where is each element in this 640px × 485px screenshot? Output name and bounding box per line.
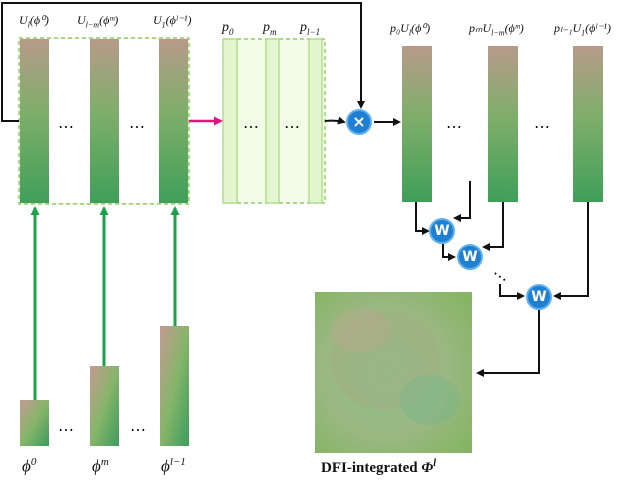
- phi-bar-l1: [160, 326, 189, 446]
- ellipsis-p-2: …: [284, 113, 302, 132]
- w2-in-b: [482, 202, 504, 251]
- w3-in-c: [553, 202, 589, 300]
- weight-icon-1: W: [429, 218, 455, 244]
- label-u-1: U1(ϕˡ⁻¹): [153, 13, 192, 30]
- weight-icon-3: W: [526, 284, 552, 310]
- p-bar-m: [265, 38, 280, 204]
- output-map: [315, 292, 472, 453]
- label-prod-b: pₘUl−m(ϕᵐ): [469, 21, 524, 38]
- output-map-pattern-2: [330, 308, 390, 352]
- ellipsis-phi-1: …: [58, 416, 76, 435]
- u-gap-2: [119, 39, 159, 203]
- w1-in-b: [453, 181, 471, 222]
- prod-bar-b: [488, 46, 518, 202]
- label-p0: p0: [222, 20, 234, 37]
- prod-bar-a: [402, 46, 432, 202]
- label-pm: pm: [263, 20, 277, 37]
- label-u-l: Ul(ϕ⁰): [19, 13, 49, 30]
- ellipsis-phi-2: …: [130, 416, 148, 435]
- label-phi0: ϕ0: [22, 456, 37, 476]
- label-pl1: pl−1: [300, 20, 321, 37]
- output-map-pattern: [330, 310, 440, 410]
- w3-to-output: [476, 310, 540, 377]
- feedback-line: [1, 2, 365, 122]
- u-bar-lm: [90, 39, 119, 203]
- ellipsis-prod-1: …: [446, 113, 464, 132]
- output-map-pattern-3: [400, 375, 460, 425]
- p-bar-l1: [308, 38, 323, 204]
- p-to-mult-arrow: [324, 116, 346, 125]
- weight-icon-2: W: [457, 244, 483, 270]
- label-prod-c: pₗ₋₁U1(ϕˡ⁻¹): [554, 21, 611, 38]
- label-u-lm: Ul−m(ϕᵐ): [77, 13, 119, 30]
- ellipsis-u-1: …: [58, 113, 76, 132]
- ellipsis-u-2: …: [129, 113, 147, 132]
- prod-bar-c: [573, 46, 603, 202]
- label-prod-a: p₀Ul(ϕ⁰): [390, 21, 431, 38]
- phi-bar-m: [90, 366, 119, 446]
- ellipsis-p-1: …: [243, 113, 261, 132]
- output-caption: DFI-integrated Φl: [321, 458, 437, 476]
- w3-in-chain: [499, 284, 525, 300]
- multiply-icon: ×: [346, 109, 372, 135]
- p-bar-0: [222, 38, 238, 204]
- label-phil: ϕl−1: [161, 456, 186, 476]
- label-phim: ϕm: [92, 456, 109, 476]
- ellipsis-prod-2: …: [534, 113, 552, 132]
- phi-bar-0: [20, 400, 49, 446]
- u-gap-1: [49, 39, 90, 203]
- u-bar-l: [20, 39, 49, 203]
- w1-in-a: [415, 202, 430, 235]
- w2-in-w1: [442, 244, 456, 261]
- u-bar-1: [159, 39, 188, 203]
